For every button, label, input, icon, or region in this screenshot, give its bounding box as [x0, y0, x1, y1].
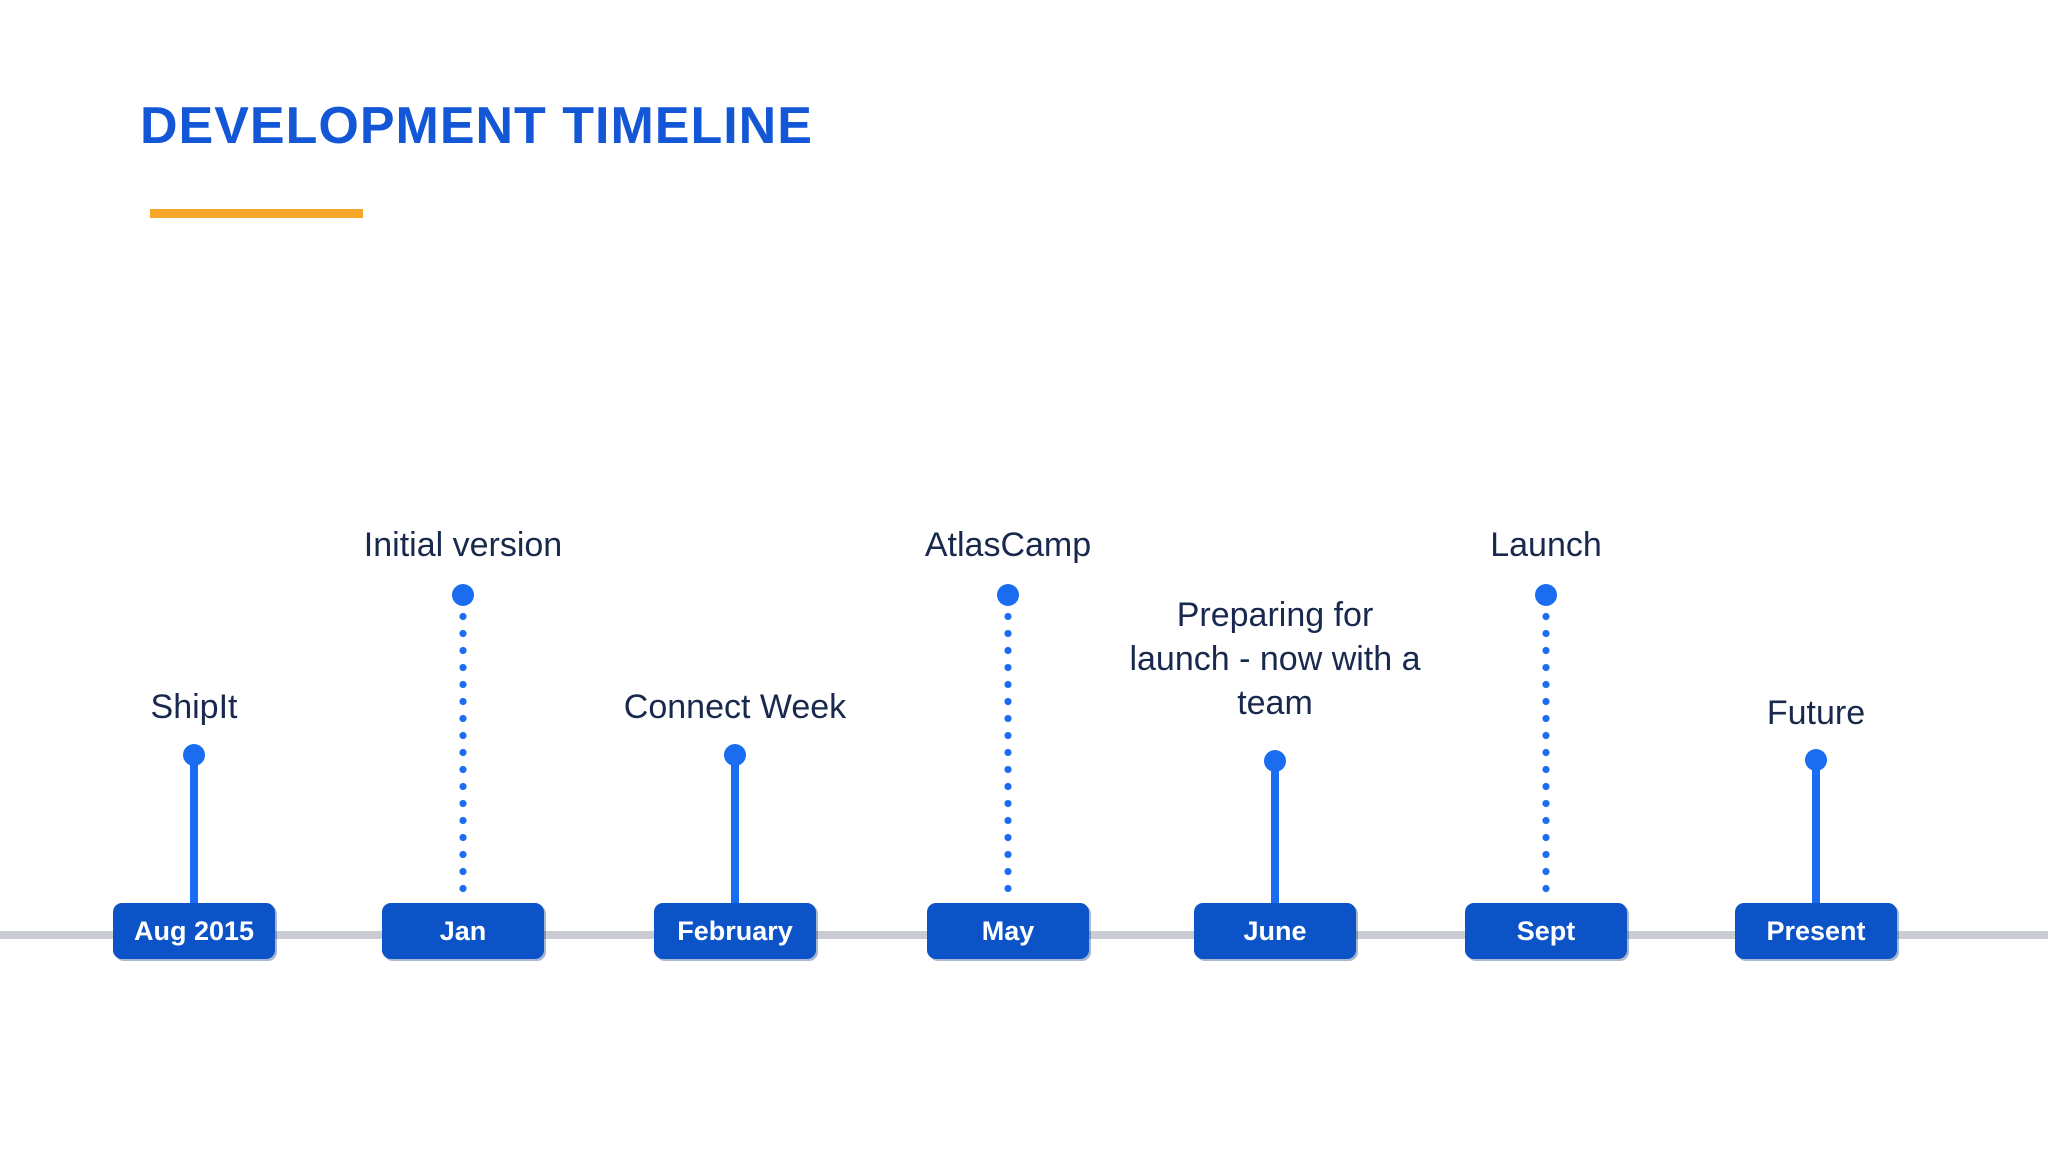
milestone-dot: [452, 584, 474, 606]
date-badge: Present: [1735, 903, 1897, 959]
milestone-label: Launch: [1490, 526, 1602, 564]
date-badge: February: [654, 903, 816, 959]
title-underline: [150, 209, 363, 218]
milestone-dot: [1535, 584, 1557, 606]
page-title: DEVELOPMENT TIMELINE: [140, 97, 813, 155]
milestone-stem-dotted: [1542, 608, 1550, 898]
milestone-label: Preparing for launch - now with a team: [1129, 596, 1421, 722]
milestone-label: ShipIt: [150, 688, 238, 726]
milestone-stem-dotted: [459, 608, 467, 898]
milestone-stem-solid: [190, 755, 198, 912]
date-badge: June: [1194, 903, 1356, 959]
date-badge: Jan: [382, 903, 544, 959]
date-badge: Aug 2015: [113, 903, 275, 959]
milestone-label: Future: [1766, 694, 1866, 732]
milestone-label: Initial version: [363, 526, 563, 564]
milestone-stem-solid: [1812, 760, 1820, 912]
milestone-stem-solid: [1271, 761, 1279, 912]
milestone-stem-dotted: [1004, 608, 1012, 898]
milestone-dot: [997, 584, 1019, 606]
milestone-label: Connect Week: [623, 688, 847, 726]
date-badge: May: [927, 903, 1089, 959]
milestone-stem-solid: [731, 755, 739, 912]
date-badge: Sept: [1465, 903, 1627, 959]
milestone-label: AtlasCamp: [924, 526, 1092, 564]
